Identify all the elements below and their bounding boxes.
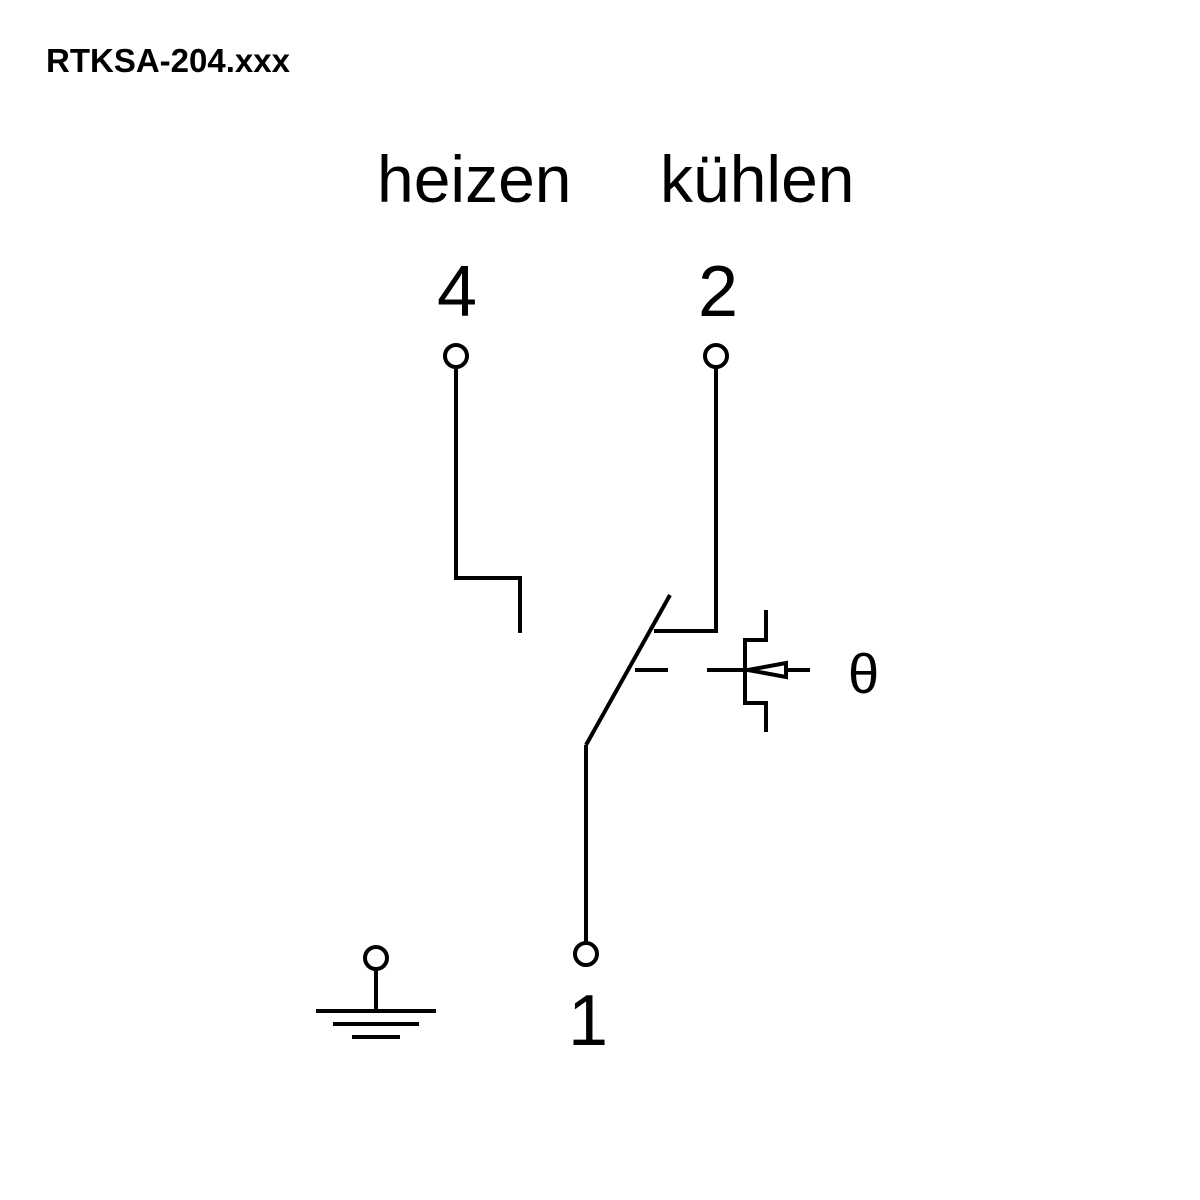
terminal-1-icon — [573, 941, 599, 967]
model-title: RTKSA-204.xxx — [46, 42, 290, 79]
heating-contact-wire — [454, 368, 522, 633]
temperature-symbol: θ — [848, 642, 880, 705]
terminal-2-icon — [703, 343, 729, 369]
mode-label-cooling: kühlen — [660, 142, 855, 216]
mode-label-heating: heizen — [377, 142, 572, 216]
terminal-label-1: 1 — [568, 981, 609, 1061]
terminal-4-icon — [443, 343, 469, 369]
terminal-label-2: 2 — [698, 252, 739, 332]
thermal-actuator-arrow-icon — [747, 660, 788, 680]
cooling-contact-wire — [654, 368, 718, 633]
terminal-label-4: 4 — [437, 252, 478, 332]
switch-blade — [584, 594, 672, 746]
ground-terminal-icon — [363, 945, 389, 971]
